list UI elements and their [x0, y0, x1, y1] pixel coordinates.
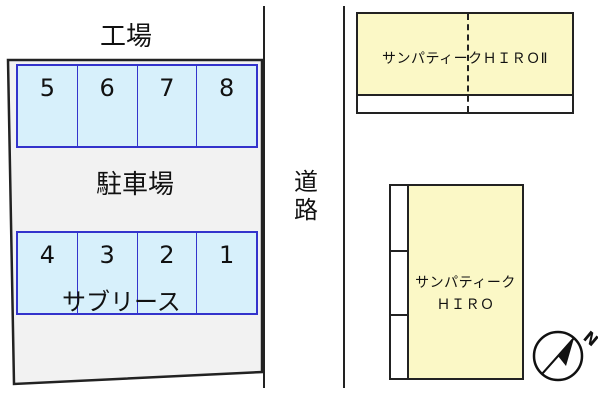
- parking-space-4: 4: [18, 233, 78, 313]
- building-hiro-ii-name: サンパティークＨＩＲＯⅡ: [381, 51, 549, 67]
- parking-space-8: 8: [218, 74, 235, 102]
- north-arrow-icon: N: [532, 327, 598, 382]
- corridor-tick: [391, 314, 409, 316]
- building-hiro-ii: サンパティークＨＩＲＯⅡ: [356, 12, 574, 114]
- parking-row-top: 5 6 7 8: [16, 64, 258, 148]
- parking-space-5: 5: [18, 66, 78, 146]
- road-edge-right: [343, 6, 345, 388]
- building-hiro-corridor: [391, 186, 409, 378]
- building-hiro: サンパティーク ＨＩＲＯ: [389, 184, 524, 380]
- factory-label: 工場: [100, 22, 153, 52]
- road-label: 道路: [294, 168, 318, 224]
- parking-row-bottom: 4 3 2 1: [16, 231, 258, 315]
- parking-space-1: 1: [218, 241, 235, 269]
- sublease-label: サブリース: [62, 288, 181, 316]
- corridor-tick: [391, 250, 409, 252]
- building-hiro-ii-center-dash: [467, 14, 469, 112]
- north-label: N: [580, 327, 598, 350]
- parking-lot-outline: [6, 58, 264, 386]
- road-edge-left: [263, 6, 265, 388]
- building-hiro-name: サンパティーク ＨＩＲＯ: [409, 272, 522, 316]
- parking-space-3: 3: [78, 233, 138, 313]
- building-hiro-ii-divider: [358, 94, 572, 96]
- parking-space-2: 2: [138, 233, 198, 313]
- building-hiro-ii-corridor: [358, 96, 572, 112]
- parking-space-7: 7: [138, 66, 198, 146]
- building-hiro-name-line1: サンパティーク: [415, 275, 516, 291]
- building-hiro-name-line2: ＨＩＲＯ: [436, 297, 495, 313]
- parking-label: 駐車場: [96, 170, 175, 200]
- parking-space-6: 6: [78, 66, 138, 146]
